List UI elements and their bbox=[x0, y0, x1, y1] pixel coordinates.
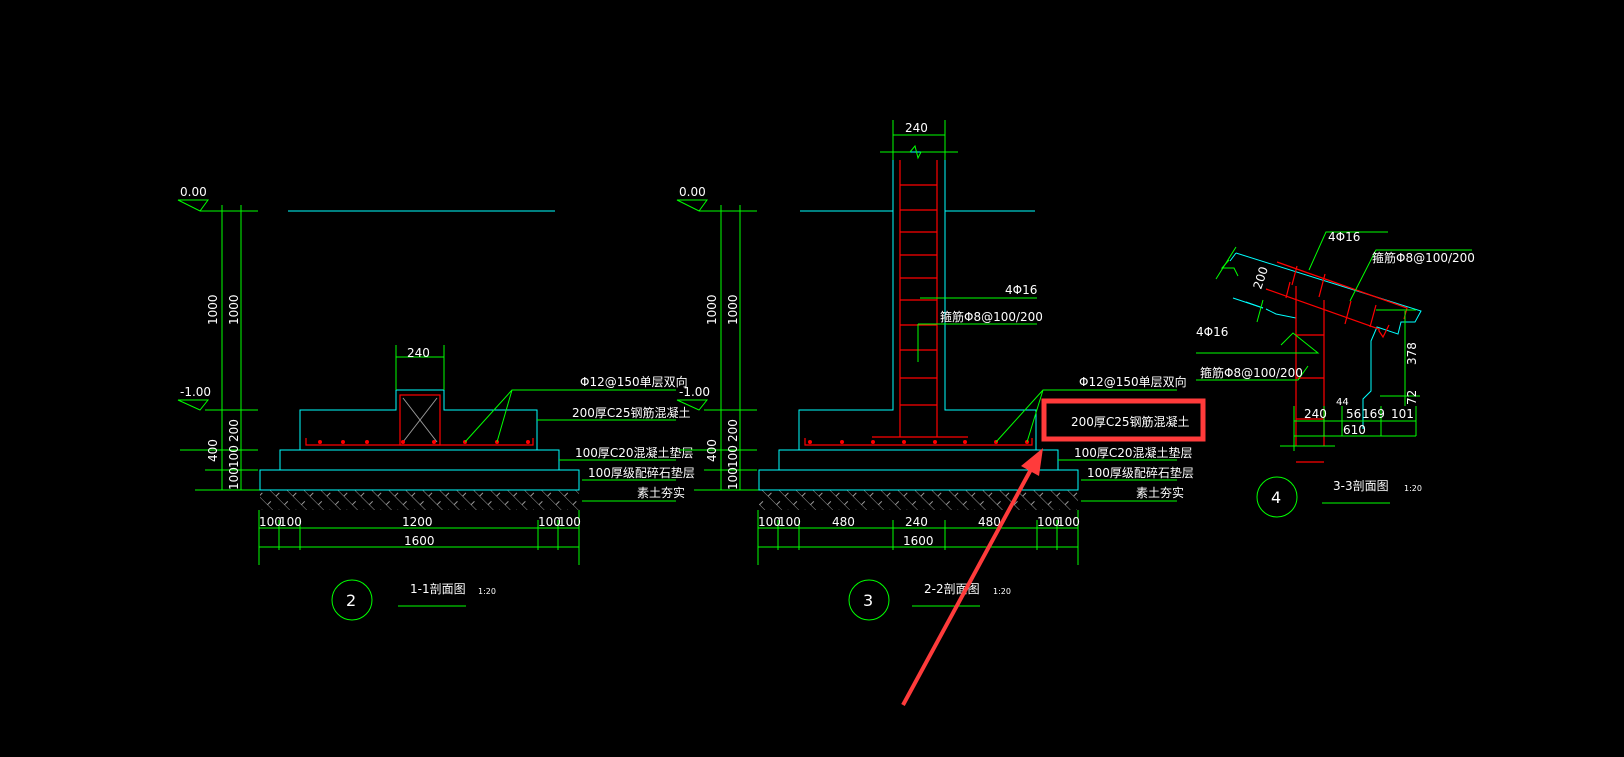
dim-bottom: 100 bbox=[1057, 515, 1080, 529]
label-rebar-top: 4Φ16 bbox=[1328, 230, 1360, 244]
label-slab: 200厚C25钢筋混凝土 bbox=[572, 405, 691, 420]
elevation-0: 0.00 bbox=[180, 185, 207, 199]
label-slab-highlighted: 200厚C25钢筋混凝土 bbox=[1071, 414, 1190, 429]
dim-bottom: 100 bbox=[1037, 515, 1060, 529]
dim-bottom: 56 bbox=[1346, 407, 1361, 421]
footing-slab bbox=[299, 389, 538, 451]
dim-bottom: 100 bbox=[279, 515, 302, 529]
dim-bottom: 1200 bbox=[402, 515, 433, 529]
dim-bottom: 169 bbox=[1362, 407, 1385, 421]
dim-total: 1600 bbox=[404, 534, 435, 548]
dim-400: 400 bbox=[705, 439, 719, 462]
section-title: 1-1剖面图 bbox=[410, 582, 466, 596]
dim-bottom: 100 bbox=[259, 515, 282, 529]
dim-1000: 1000 bbox=[726, 294, 740, 325]
label-gravel: 100厚级配碎石垫层 bbox=[588, 465, 695, 480]
section-scale: 1:20 bbox=[1404, 484, 1422, 493]
dim-bottom: 100 bbox=[558, 515, 581, 529]
section-title: 2-2剖面图 bbox=[924, 582, 980, 596]
elevation-0: 0.00 bbox=[679, 185, 706, 199]
label-concrete-cushion: 100厚C20混凝土垫层 bbox=[575, 445, 694, 460]
section-1-1: 0.00 -1.00 1000 1000 200 400 100 100 240… bbox=[177, 185, 695, 621]
dim-200: 200 bbox=[227, 419, 241, 442]
dim-bottom: 480 bbox=[978, 515, 1001, 529]
label-stirrup-top: 箍筋Φ8@100/200 bbox=[1372, 250, 1475, 265]
dim-72: 72 bbox=[1405, 390, 1419, 405]
section-scale: 1:20 bbox=[993, 587, 1011, 596]
dim-bottom: 100 bbox=[758, 515, 781, 529]
dim-200: 200 bbox=[1251, 265, 1271, 291]
label-mesh: Φ12@150单层双向 bbox=[1079, 374, 1187, 389]
dim-bottom: 480 bbox=[832, 515, 855, 529]
gravel-cushion bbox=[259, 469, 580, 491]
label-rebar: Φ12@150单层双向 bbox=[580, 374, 688, 389]
dim-100: 100 bbox=[227, 467, 241, 490]
dim-100: 100 bbox=[227, 445, 241, 468]
label-soil: 素土夯实 bbox=[1136, 485, 1184, 500]
dim-total: 1600 bbox=[903, 534, 934, 548]
dim-100: 100 bbox=[726, 445, 740, 468]
label-soil: 素土夯实 bbox=[637, 485, 685, 500]
dim-column-width: 240 bbox=[407, 346, 430, 360]
compacted-soil bbox=[759, 490, 1078, 510]
section-title: 3-3剖面图 bbox=[1333, 479, 1389, 493]
concrete-cushion bbox=[279, 449, 560, 471]
label-stirrup-left: 箍筋Φ8@100/200 bbox=[1200, 365, 1303, 380]
dim-bottom: 240 bbox=[1304, 407, 1327, 421]
elevation-minus1: -1.00 bbox=[180, 385, 211, 399]
section-number: 3 bbox=[863, 591, 873, 610]
section-2-2: 0.00 -1.00 1000 1000 200 400 100 100 240… bbox=[676, 120, 1194, 621]
highlight-box bbox=[1041, 398, 1206, 442]
dim-44: 44 bbox=[1336, 397, 1349, 408]
dim-378: 378 bbox=[1405, 342, 1419, 365]
dim-bottom: 101 bbox=[1391, 407, 1414, 421]
dim-total: 610 bbox=[1343, 423, 1366, 437]
dim-bottom: 100 bbox=[778, 515, 801, 529]
section-number: 4 bbox=[1271, 488, 1281, 507]
label-rebar-left: 4Φ16 bbox=[1196, 325, 1228, 339]
label-concrete-cushion: 100厚C20混凝土垫层 bbox=[1074, 445, 1193, 460]
label-rebar: 4Φ16 bbox=[1005, 283, 1037, 297]
compacted-soil bbox=[260, 490, 579, 510]
dim-bottom: 100 bbox=[538, 515, 561, 529]
dim-400: 400 bbox=[206, 439, 220, 462]
section-number: 2 bbox=[346, 591, 356, 610]
section-scale: 1:20 bbox=[478, 587, 496, 596]
label-stirrup: 箍筋Φ8@100/200 bbox=[940, 309, 1043, 324]
dim-1000: 1000 bbox=[227, 294, 241, 325]
annotation-arrow bbox=[901, 448, 1043, 706]
dim-200: 200 bbox=[726, 419, 740, 442]
dim-1000: 1000 bbox=[705, 294, 719, 325]
dim-bottom: 240 bbox=[905, 515, 928, 529]
section-3-3: 200 4Φ16 箍筋Φ8@100/200 4Φ16 箍筋Φ8@100/200 … bbox=[1196, 230, 1475, 518]
label-gravel: 100厚级配碎石垫层 bbox=[1087, 465, 1194, 480]
dim-1000: 1000 bbox=[206, 294, 220, 325]
dim-100: 100 bbox=[726, 467, 740, 490]
elevation-minus1: -1.00 bbox=[679, 385, 710, 399]
concrete-cushion bbox=[778, 449, 1059, 471]
dim-column-width: 240 bbox=[905, 121, 928, 135]
